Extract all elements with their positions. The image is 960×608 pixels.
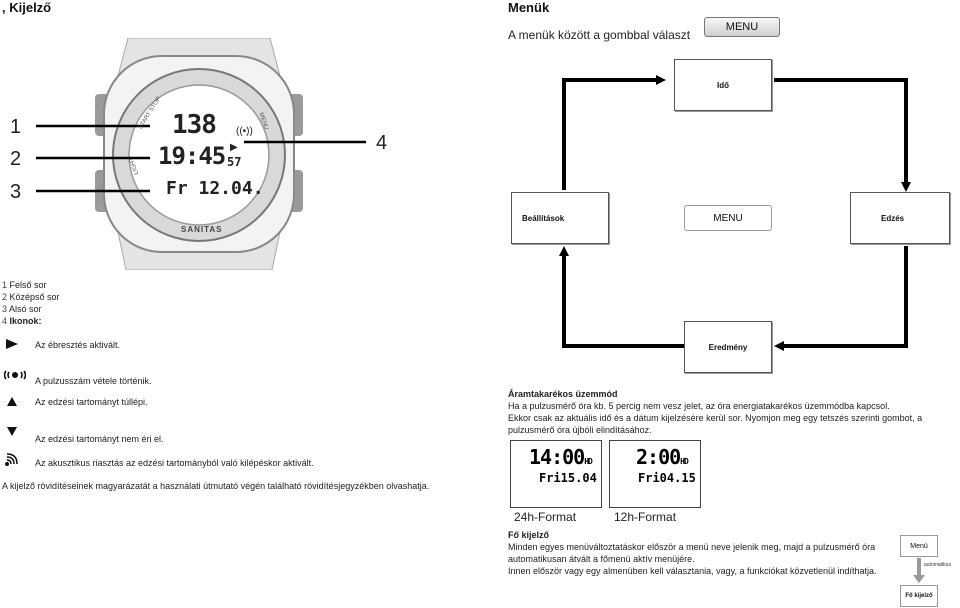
mini-flow-arrow-label: automatikus [924,562,951,568]
label-24h: 24h-Format [514,510,577,524]
watch-row-top: 138 [172,110,217,140]
legend-list: 1 Felső sor 2 Középső sor 3 Alsó sor 4 I… [2,279,202,327]
watch-row-bottom: Fr 12.04. [166,178,264,199]
pulse-signal-icon [4,370,26,380]
triangle-up-icon [7,397,17,406]
watch-brand-logo: SANITAS [181,225,223,234]
diagram-box-time: Idő [674,59,772,111]
footnote: A kijelző rövidítéseinek magyarázatát a … [2,481,430,491]
power-saving-section: Áramtakarékos üzemmód Ha a pulzusmérő ór… [508,388,958,436]
main-display-line1: Minden egyes menüváltoztatáskor először … [508,542,876,552]
lcd-24h: 14:00HD Fri15.04 [510,440,602,508]
callout-2: 2 [10,148,22,170]
icon-desc-pulse: A pulzusszám vétele történik. [35,376,152,386]
icon-desc-alarm: Az ébresztés aktivált. [35,340,121,350]
mini-flow-main-box: Fő kijelző [900,585,938,607]
legend-item: 1 Felső sor [2,280,47,290]
triangle-down-icon [7,427,17,436]
menu-button-label: MENU [725,21,759,33]
main-display-line3: Innen először vagy egy almenüben kell vá… [508,566,877,576]
callout-4: 4 [376,132,388,154]
section-title-menus: Menük [508,0,550,15]
menu-button[interactable]: MENU [704,17,780,37]
legend-item: 2 Középső sor [2,292,60,302]
legend-item: 3 Alsó sor [2,304,42,314]
acoustic-alarm-icon [5,453,18,466]
icon-desc-triangle-down: Az edzési tartományt nem éri el. [35,434,164,444]
icon-desc-acoustic: Az akusztikus riasztás az edzési tartomá… [35,458,314,468]
watch-row-middle: 19:45 [158,142,226,170]
main-display-title: Fő kijelző [508,530,550,540]
power-saving-line1: Ha a pulzusmérő óra kb. 5 percig nem ves… [508,401,890,411]
watch-row-middle-seconds: 57 [227,155,242,169]
diagram-box-results: Eredmény [684,321,772,373]
callout-1: 1 [10,116,22,138]
power-saving-line2: Ekkor csak az aktuális idő és a dátum ki… [508,413,923,435]
section-title-display: , Kijelző [2,0,52,15]
down-arrow-icon [913,558,925,583]
label-12h: 12h-Format [614,510,677,524]
legend-item: 4 Ikonok: [2,316,42,326]
lcd-12h: 2:00HD Fri04.15 [609,440,701,508]
watch-play-icon: ▶ [230,142,238,153]
main-display-section: Fő kijelző Minden egyes menüváltoztatásk… [508,529,888,577]
menu-cycle-diagram [559,75,911,351]
alarm-bell-icon [6,339,18,349]
diagram-box-menu: MENU [684,205,772,231]
watch-alarm-icon: ((•)) [236,126,253,137]
callout-3: 3 [10,181,22,203]
menus-subtitle: A menük között a gombbal választ [508,28,691,42]
power-saving-title: Áramtakarékos üzemmód [508,389,618,399]
icon-desc-triangle-up: Az edzési tartományt túllépi. [35,397,148,407]
watch-illustration [36,38,366,270]
diagram-box-settings: Beállítások [511,192,609,244]
mini-flow-menu-box: Menü [900,535,938,557]
diagram-box-training: Edzés [850,192,950,244]
main-display-line2: automatikusan átvált a főmenü aktív menü… [508,554,695,564]
